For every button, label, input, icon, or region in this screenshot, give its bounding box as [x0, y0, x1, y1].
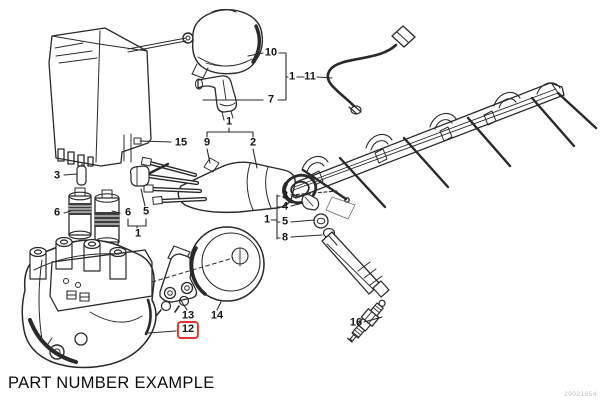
part-label-9: 9 — [203, 136, 211, 149]
part-label-4: 4 — [281, 200, 289, 213]
caption-text: PART NUMBER EXAMPLE — [8, 374, 215, 392]
distributor-cap-drawing — [22, 238, 156, 368]
clamp-drawing — [156, 246, 197, 316]
part-label-1: 1 — [263, 213, 271, 226]
part-label-8: 8 — [281, 231, 289, 244]
part-label-16: 16 — [349, 316, 363, 329]
part-label-15: 15 — [174, 136, 188, 149]
spark-plug-drawing — [345, 297, 389, 346]
part-label-2: 2 — [249, 136, 257, 149]
control-unit-drawing — [49, 28, 186, 166]
part-label-6: 6 — [124, 206, 132, 219]
plug-connector-chain-drawing — [302, 195, 389, 297]
part-label-14: 14 — [210, 309, 224, 322]
diagnostic-wire-drawing — [328, 26, 415, 114]
part-label-1: 1 — [134, 227, 142, 240]
part-label-1: 1 — [225, 115, 233, 128]
part-label-13: 13 — [181, 309, 195, 322]
part-label-11: 11 — [304, 70, 316, 83]
part-label-3: 3 — [281, 189, 289, 202]
part-label-12-highlighted: 12 — [176, 321, 200, 339]
part-label-6: 6 — [53, 206, 61, 219]
cap-cover-drawing — [183, 10, 262, 79]
part-label-3: 3 — [53, 169, 61, 182]
grommet-elbow-drawing — [196, 76, 237, 120]
dust-cover-disc-drawing — [152, 227, 264, 301]
watermark-code: 29021854 — [564, 391, 597, 398]
part-label-7: 7 — [267, 93, 275, 106]
small-cylinder-parts-drawing — [69, 166, 119, 254]
harness-boot-drawing — [131, 157, 320, 212]
part-label-1: 1 — [288, 70, 296, 83]
leader-lines — [64, 53, 382, 333]
part-label-5: 5 — [142, 205, 150, 218]
part-label-10: 10 — [264, 46, 278, 59]
part-label-5: 5 — [281, 215, 289, 228]
